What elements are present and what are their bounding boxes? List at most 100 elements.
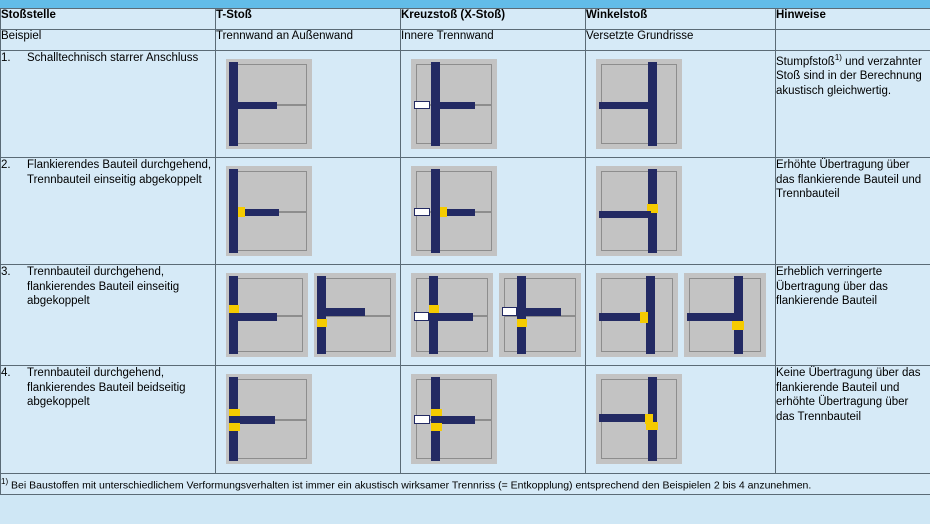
wall-horizontal [431, 415, 475, 424]
decoupling-block [640, 311, 648, 323]
row-3-description: Trennbauteil durchgehend, flankierendes … [27, 266, 180, 307]
wall-stub-left [414, 312, 429, 322]
wall-horizontal [229, 312, 277, 321]
row-4-tstoss-figure-cell [215, 365, 401, 474]
row-4-description: Trennbauteil durchgehend, flankierendes … [27, 367, 186, 408]
diagram-t-joint-rigid [226, 59, 312, 149]
diagram-x-joint-both-sides-decoupled [411, 374, 497, 464]
diagram-angle-joint-flank-decoupled-horizontal [596, 273, 678, 357]
decoupling-block-upper [229, 408, 240, 417]
column-header-stossstelle: Stoßstelle [0, 8, 216, 30]
table-row: 1. Schalltechnisch starrer Anschluss [0, 50, 930, 158]
diagram-t-joint-both-sides-decoupled [226, 374, 312, 464]
row-1-notes-cell: Stumpfstoß1) und verzahnter Stoß sind in… [775, 50, 930, 158]
row-1-kreuzstoss-figure-cell [400, 50, 586, 158]
wall-vertical [229, 169, 238, 253]
wall-horizontal [245, 208, 279, 216]
decoupling-block [647, 203, 658, 213]
footnote-text: Bei Baustoffen mit unterschiedlichem Ver… [8, 479, 812, 492]
row-1-notes-text-pre: Stumpfstoß [776, 55, 835, 68]
wall-horizontal [447, 208, 475, 216]
wall-horizontal [517, 307, 561, 316]
wall-horizontal [599, 312, 640, 321]
top-color-band [0, 0, 930, 8]
row-1-footnote-marker: 1) [834, 53, 842, 62]
row-2-kreuzstoss-figure-cell [400, 157, 586, 265]
diagram-angle-joint-both-sides-decoupled [596, 374, 682, 464]
wall-horizontal [687, 312, 735, 321]
row-2-description-cell: 2. Flankierendes Bauteil durchgehend, Tr… [0, 157, 216, 265]
diagram-x-joint-one-side-decoupled [411, 166, 497, 256]
diagram-angle-joint-rigid [596, 59, 682, 149]
row-3-tstoss-figure-cell [215, 264, 401, 366]
column-header-hinweise: Hinweise [775, 8, 930, 30]
table-row: 3. Trennbauteil durchgehend, flankierend… [0, 264, 930, 366]
wall-vertical [648, 62, 657, 146]
decoupling-block-lower [431, 422, 442, 431]
row-4-winkelstoss-figure-cell [585, 365, 776, 474]
column-header-tstoss: T-Stoß [215, 8, 401, 30]
decoupling-block [517, 318, 527, 327]
row-3-kreuzstoss-figure-cell [400, 264, 586, 366]
row-1-tstoss-figure-cell [215, 50, 401, 158]
row-4-number: 4. [1, 367, 11, 379]
decoupling-block [440, 207, 447, 218]
wall-vertical [734, 276, 743, 354]
wall-vertical [431, 169, 440, 253]
footnote-cell: 1) Bei Baustoffen mit unterschiedlichem … [0, 473, 930, 495]
diagram-angle-joint-flank-decoupled-vertical [684, 273, 766, 357]
joint-types-table: Stoßstelle T-Stoß Kreuzstoß (X-Stoß) Win… [0, 8, 930, 495]
decoupling-block-lower [229, 422, 240, 431]
wall-horizontal [599, 211, 651, 218]
column-header-winkelstoss: Winkelstoß [585, 8, 776, 30]
row-1-number: 1. [1, 52, 11, 64]
diagram-t-joint-flank-decoupled-lower [314, 273, 396, 357]
subheader-tstoss-example: Trennwand an Außenwand [215, 29, 401, 51]
row-2-number: 2. [1, 159, 11, 171]
row-3-winkelstoss-figure-cell [585, 264, 776, 366]
row-2-tstoss-figure-cell [215, 157, 401, 265]
table-row: 2. Flankierendes Bauteil durchgehend, Tr… [0, 157, 930, 265]
row-4-notes-cell: Keine Übertragung über das flankierende … [775, 365, 930, 474]
column-header-kreuzstoss: Kreuzstoß (X-Stoß) [400, 8, 586, 30]
wall-stub-left [414, 101, 430, 110]
row-2-description: Flankierendes Bauteil durchgehend, Trenn… [27, 159, 212, 186]
diagram-t-joint-one-side-decoupled [226, 166, 312, 256]
row-4-description-cell: 4. Trennbauteil durchgehend, flankierend… [0, 365, 216, 474]
wall-horizontal [431, 101, 475, 109]
wall-horizontal [429, 312, 473, 321]
decoupling-block [429, 304, 439, 313]
row-4-kreuzstoss-figure-cell [400, 365, 586, 474]
decoupling-block [732, 320, 744, 330]
footnote-marker: 1) [1, 477, 9, 486]
row-3-description-cell: 3. Trennbauteil durchgehend, flankierend… [0, 264, 216, 366]
decoupling-block [229, 304, 239, 313]
subheader-beispiel: Beispiel [0, 29, 216, 51]
decoupling-block [317, 318, 327, 327]
subheader-hinweise-empty [775, 29, 930, 51]
wall-vertical [646, 276, 655, 354]
diagram-x-joint-flank-decoupled-upper [411, 273, 493, 357]
table-row: 4. Trennbauteil durchgehend, flankierend… [0, 365, 930, 474]
diagram-t-joint-flank-decoupled-upper [226, 273, 308, 357]
row-2-winkelstoss-figure-cell [585, 157, 776, 265]
diagram-angle-joint-one-side-decoupled [596, 166, 682, 256]
decoupling-block-upper [431, 408, 442, 417]
decoupling-block-lower [646, 422, 658, 431]
diagram-x-joint-rigid [411, 59, 497, 149]
wall-horizontal [599, 101, 651, 109]
subheader-kreuzstoss-example: Innere Trennwand [400, 29, 586, 51]
table-header-row: Stoßstelle T-Stoß Kreuzstoß (X-Stoß) Win… [0, 8, 930, 30]
wall-horizontal [229, 415, 275, 424]
row-1-description-cell: 1. Schalltechnisch starrer Anschluss [0, 50, 216, 158]
decoupling-block-right [645, 413, 653, 424]
decoupling-block [238, 207, 245, 218]
wall-stub-left [414, 208, 430, 217]
row-3-notes-cell: Erheblich verringerte Übertragung über d… [775, 264, 930, 366]
row-1-description: Schalltechnisch starrer Anschluss [27, 52, 199, 64]
row-2-notes-cell: Erhöhte Übertragung über das flankierend… [775, 157, 930, 265]
footnote-row: 1) Bei Baustoffen mit unterschiedlichem … [0, 473, 930, 495]
row-3-number: 3. [1, 266, 11, 278]
wall-stub-left [414, 415, 430, 425]
